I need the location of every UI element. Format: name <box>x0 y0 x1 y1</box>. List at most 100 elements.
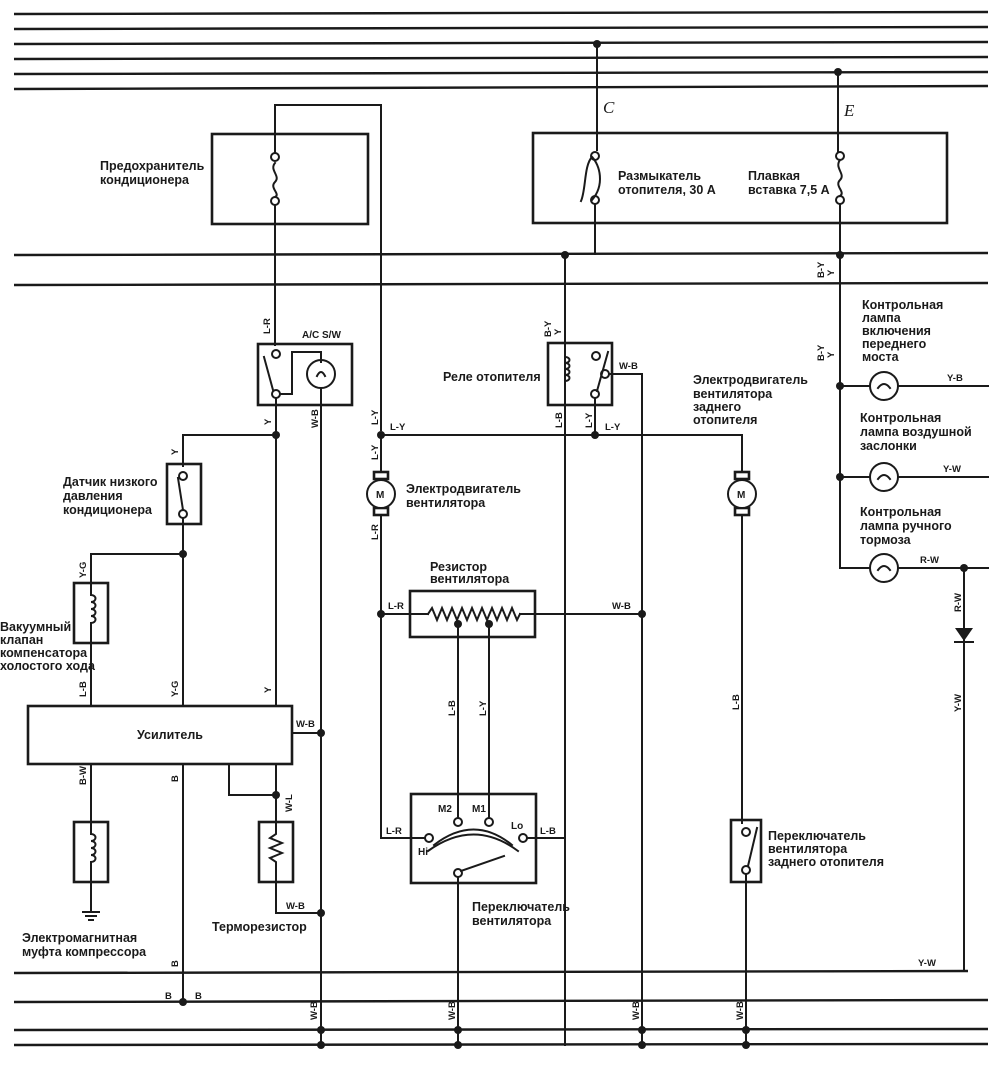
low-pressure-label-2: давления <box>63 489 123 503</box>
lamp-front-axle-label-4: переднего <box>862 337 927 351</box>
switch-contact <box>459 854 506 873</box>
bus-line <box>13 998 989 1004</box>
ac-switch-box <box>256 342 354 407</box>
wire-label: B <box>195 991 202 1002</box>
heater-breaker-label-1: Размыкатель <box>618 169 701 183</box>
terminal <box>518 833 528 843</box>
blower-motor-label-1: Электродвигатель <box>406 482 521 496</box>
junction <box>454 1041 462 1049</box>
wire-label: Y <box>170 448 181 455</box>
junction <box>317 909 325 917</box>
blower-motor-icon: M <box>366 470 396 517</box>
wire <box>90 553 184 584</box>
terminal <box>453 817 463 827</box>
bus-line <box>13 70 989 76</box>
wire-label: L-B <box>447 700 458 716</box>
wire <box>228 763 277 796</box>
bus-line <box>13 1042 989 1047</box>
middle-bus <box>13 251 989 287</box>
wire-label: B-W <box>78 766 89 785</box>
switch-arc <box>426 833 520 853</box>
lamp-front-axle-label-3: включения <box>862 324 931 338</box>
lamp-choke-label-1: Контрольная <box>860 411 941 425</box>
lamp-filament <box>876 565 892 572</box>
wire-label: L-R <box>370 524 381 540</box>
switch-contact <box>746 826 759 868</box>
lamp-filament <box>876 383 892 390</box>
wire-label: B <box>170 960 181 967</box>
amplifier-label: Усилитель <box>137 728 203 742</box>
wire-label: L-Y <box>370 444 381 460</box>
wire-label: B <box>170 775 181 782</box>
indicator-lamp-icon <box>306 359 336 389</box>
terminal <box>741 827 751 837</box>
wire-label: B-Y <box>816 344 827 361</box>
ac-switch-label: A/C S/W <box>302 330 341 341</box>
blower-motor-label-2: вентилятора <box>406 496 486 510</box>
rear-blower-switch-label-2: вентилятора <box>768 842 848 856</box>
rear-blower-motor-label-1: Электродвигатель <box>693 373 808 387</box>
terminal <box>178 471 188 481</box>
blower-resistor-label-2: вентилятора <box>430 572 510 586</box>
wire-label: L-B <box>731 694 742 710</box>
wire <box>182 434 277 467</box>
rear-blower-switch-label-3: заднего отопителя <box>768 855 884 869</box>
wire-label: L-R <box>386 826 402 837</box>
fuse-block-box <box>531 131 949 225</box>
wire <box>274 104 382 431</box>
wire-label: L-B <box>78 681 89 697</box>
wire-label: W-B <box>612 601 631 612</box>
wire-label: Y-W <box>953 694 964 712</box>
bus-line <box>13 969 969 975</box>
thermistor-label: Терморезистор <box>212 920 307 934</box>
wire-label: W-L <box>284 794 295 812</box>
circuit-breaker-icon <box>579 155 594 203</box>
wire-label: Y <box>826 269 837 276</box>
tap-c-label: C <box>603 98 615 117</box>
position-lo: Lo <box>511 821 523 832</box>
compressor-clutch-label-1: Электромагнитная <box>22 931 137 945</box>
tap-e-label: E <box>843 101 855 120</box>
wire-label: L-Y <box>390 422 406 433</box>
circuit-breaker-icon <box>590 155 601 202</box>
bus-line <box>13 40 989 46</box>
ground-icon <box>82 911 100 921</box>
compressor-clutch-label-2: муфта компрессора <box>22 945 147 959</box>
wire-label: W-B <box>447 1001 458 1020</box>
wire-label: B-Y <box>543 320 554 337</box>
vacuum-valve-label-4: холостого хода <box>0 659 96 673</box>
lamp-front-axle-label-1: Контрольная <box>862 298 943 312</box>
wire-label: W-B <box>631 1001 642 1020</box>
bus-line <box>13 1027 989 1032</box>
lamp-front-axle-label-5: моста <box>862 350 900 364</box>
wire <box>380 831 426 839</box>
ac-fuse-label-1: Предохранитель <box>100 159 205 173</box>
bus-line <box>13 251 989 257</box>
wire-label: Y <box>263 418 274 425</box>
junction <box>317 1026 325 1034</box>
wire-label: Y <box>826 351 837 358</box>
resistor-icon <box>426 605 522 623</box>
blower-resistor-label-1: Резистор <box>430 560 487 574</box>
wire-label: R-W <box>920 555 939 566</box>
wire-label: Y-B <box>947 373 963 384</box>
wire-label: R-W <box>953 593 964 612</box>
terminal <box>741 865 751 875</box>
motor-symbol: M <box>376 490 384 501</box>
lamp-filament <box>876 474 892 481</box>
vacuum-valve-label-3: компенсатора <box>0 646 88 660</box>
rear-blower-motor-label-4: отопителя <box>693 413 757 427</box>
lamp-choke-label-2: лампа воздушной <box>860 425 972 439</box>
junction <box>272 791 280 799</box>
blower-switch-label-2: вентилятора <box>472 914 552 928</box>
bus-line <box>13 281 989 287</box>
position-m2: M2 <box>438 804 452 815</box>
ac-fuse-label-2: кондиционера <box>100 173 190 187</box>
low-pressure-label-3: кондиционера <box>63 503 153 517</box>
junction <box>454 1026 462 1034</box>
junction <box>638 1041 646 1049</box>
wire-label: Y-W <box>918 958 936 969</box>
wire-label: L-B <box>554 412 565 428</box>
fusible-link-icon <box>837 158 843 198</box>
wire-label: Y-G <box>78 562 89 578</box>
